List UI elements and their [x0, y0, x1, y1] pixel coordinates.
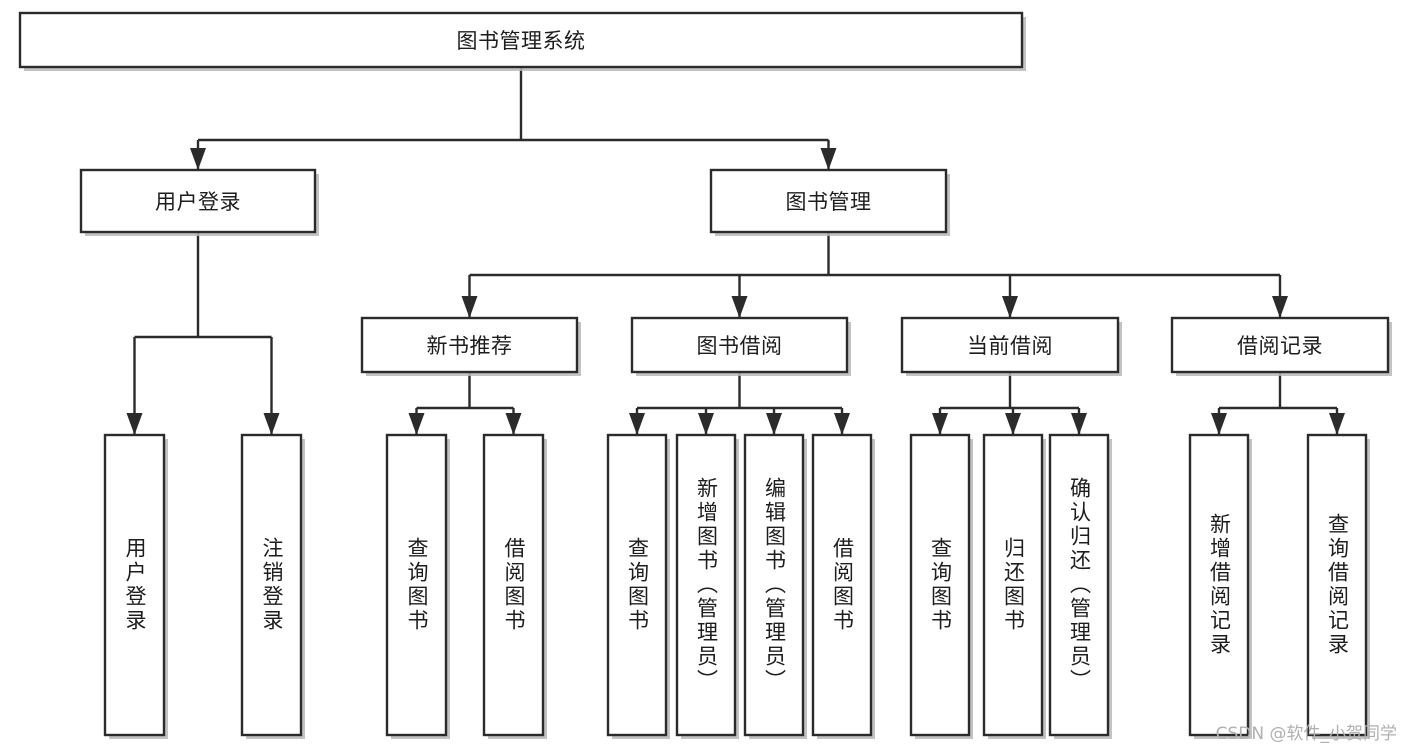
arrow-head-icon — [1005, 413, 1021, 435]
arrow-head-icon — [126, 413, 143, 435]
arrow-head-icon — [932, 413, 948, 435]
leaf-node-box[interactable] — [675, 433, 737, 737]
arrow-head-icon — [408, 413, 425, 435]
leaf-node-box[interactable] — [606, 433, 668, 737]
arrow-head-icon — [461, 296, 478, 318]
leaf-node-box[interactable] — [1306, 433, 1368, 737]
leaf-node-box[interactable] — [1188, 433, 1250, 737]
node-layer — [18, 11, 1392, 739]
arrow-head-icon — [766, 413, 782, 435]
leaf-node-box[interactable] — [482, 433, 545, 737]
leaf-node-box[interactable] — [103, 433, 166, 737]
leaf-node-box[interactable] — [743, 433, 805, 737]
level2-node-box[interactable] — [709, 168, 948, 234]
root-node-box[interactable] — [18, 11, 1024, 69]
arrow-head-icon — [263, 413, 280, 435]
edge-layer — [126, 67, 1345, 435]
arrow-head-icon — [698, 413, 714, 435]
level3-node-box[interactable] — [900, 316, 1120, 374]
level3-node-box[interactable] — [630, 316, 849, 374]
arrow-head-icon — [834, 413, 850, 435]
leaf-node-box[interactable] — [240, 433, 303, 737]
arrow-head-icon — [1002, 296, 1018, 318]
level3-node-box[interactable] — [1170, 316, 1390, 374]
arrow-head-icon — [1272, 296, 1288, 318]
leaf-node-box[interactable] — [385, 433, 448, 737]
arrow-head-icon — [629, 413, 645, 435]
arrow-head-icon — [1071, 413, 1087, 435]
arrow-head-icon — [731, 296, 748, 318]
arrow-head-icon — [505, 413, 522, 435]
level2-node-box[interactable] — [79, 168, 317, 234]
arrow-head-icon — [820, 148, 837, 170]
arrow-head-icon — [1329, 413, 1345, 435]
leaf-node-box[interactable] — [909, 433, 971, 737]
level3-node-box[interactable] — [360, 316, 579, 374]
leaf-node-box[interactable] — [982, 433, 1044, 737]
leaf-node-box[interactable] — [811, 433, 873, 737]
arrow-head-icon — [190, 148, 206, 170]
leaf-node-box[interactable] — [1048, 433, 1110, 737]
arrow-head-icon — [1211, 413, 1227, 435]
